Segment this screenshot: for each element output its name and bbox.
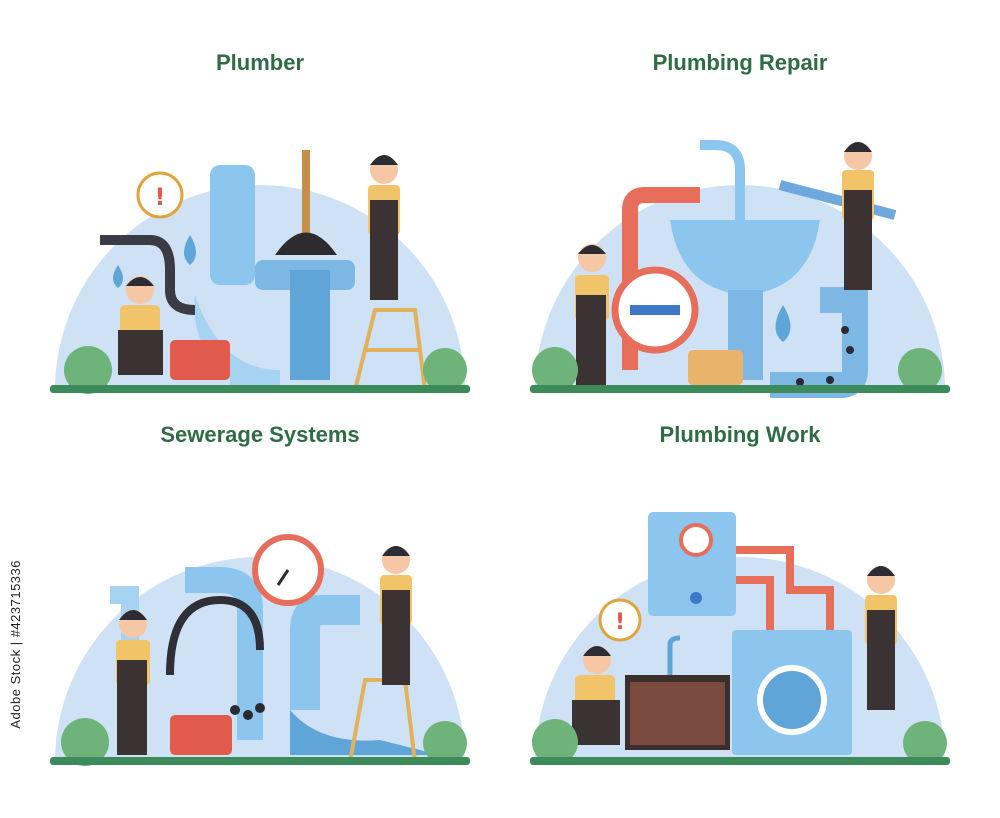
panel-plumbing-repair: Plumbing Repair bbox=[500, 40, 980, 430]
svg-text:!: ! bbox=[615, 610, 625, 635]
panel-title: Sewerage Systems bbox=[160, 422, 360, 447]
panel-plumbing-work: Plumbing Work ! bbox=[500, 410, 980, 800]
stock-id-label: Adobe Stock | #423715336 bbox=[8, 560, 23, 729]
panel-title: Plumbing Repair bbox=[652, 50, 828, 75]
svg-text:!: ! bbox=[155, 183, 166, 211]
plumbing-repair-illustration bbox=[530, 121, 950, 398]
panel-plumber: Plumber ! bbox=[20, 40, 500, 430]
sewerage-systems-illustration bbox=[50, 496, 470, 766]
plumber-illustration: ! bbox=[50, 117, 470, 394]
plumbing-work-illustration: ! bbox=[530, 496, 950, 765]
panel-title: Plumber bbox=[215, 50, 305, 75]
panel-sewerage-systems: Sewerage Systems bbox=[20, 410, 500, 800]
panel-title: Plumbing Work bbox=[659, 422, 821, 447]
